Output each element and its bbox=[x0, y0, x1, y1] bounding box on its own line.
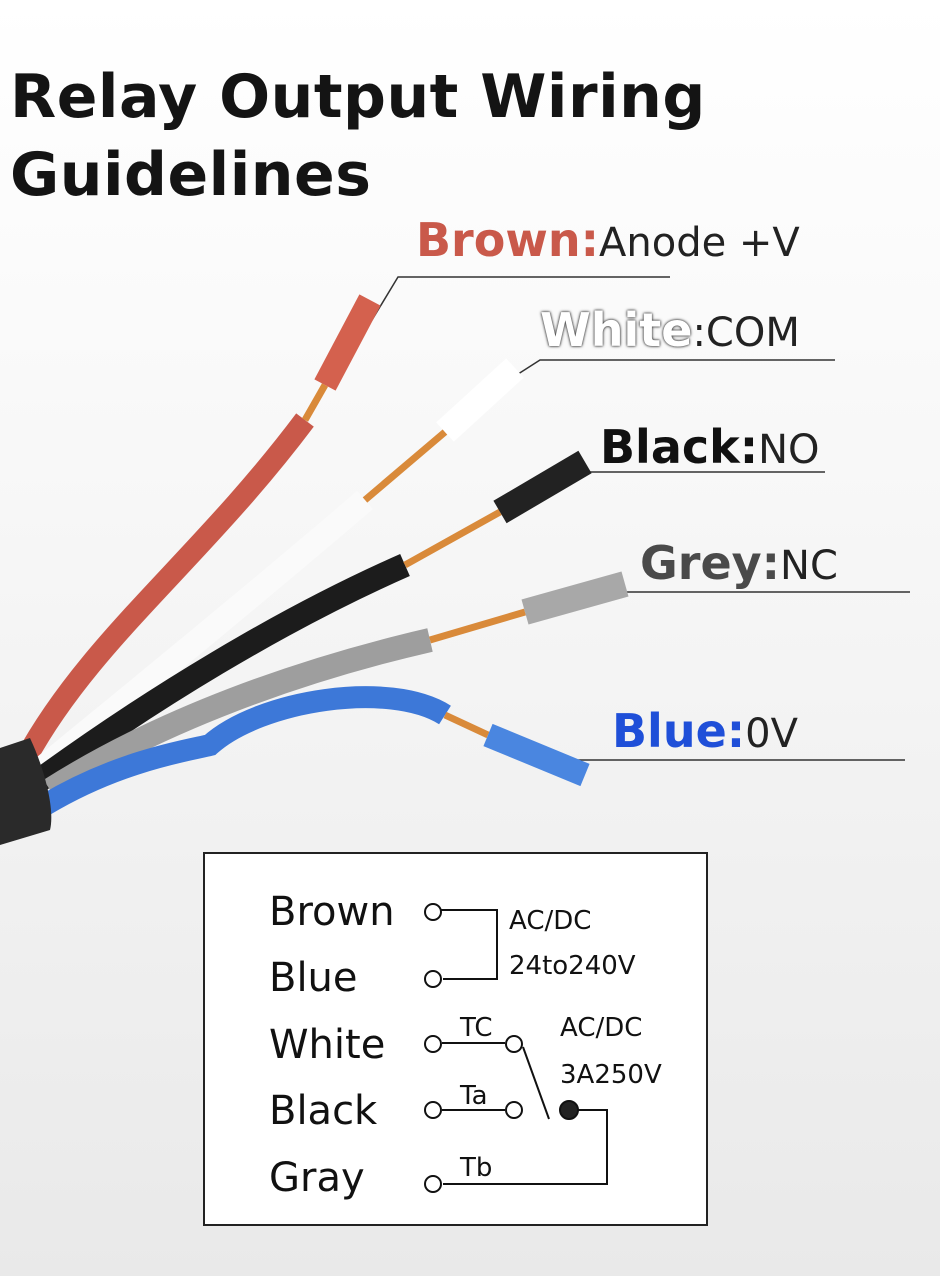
grey-wire bbox=[43, 628, 433, 801]
terminal-tc: TC bbox=[459, 1013, 493, 1043]
wire-name-black: Black bbox=[269, 1088, 378, 1134]
white-copper bbox=[362, 429, 448, 503]
grey-tip bbox=[521, 571, 629, 625]
terminal-white bbox=[424, 1035, 442, 1053]
terminal-gray bbox=[424, 1175, 442, 1193]
wire-name-blue: Blue bbox=[269, 955, 358, 1001]
blue-tip bbox=[483, 723, 590, 787]
title-line-1: Relay Output Wiring bbox=[10, 62, 706, 132]
relay-label-2: 3A250V bbox=[560, 1060, 662, 1090]
white-tip bbox=[436, 358, 524, 442]
power-label-2: 24to240V bbox=[509, 951, 636, 981]
label-brown: Brown:Anode +V bbox=[416, 213, 800, 267]
wire-name-brown: Brown bbox=[269, 889, 395, 935]
terminal-brown bbox=[424, 903, 442, 921]
wire-name-gray: Gray bbox=[269, 1155, 365, 1201]
black-tip bbox=[493, 450, 592, 524]
wiring-diagram: Brown Blue White Black Gray AC/DC 24to24… bbox=[203, 852, 708, 1226]
black-wire bbox=[32, 554, 410, 790]
wire-name-white: White bbox=[269, 1022, 385, 1068]
brown-wire bbox=[15, 413, 314, 766]
contact-tc bbox=[505, 1035, 523, 1053]
contact-common bbox=[559, 1100, 579, 1120]
label-white: White:COM bbox=[540, 303, 800, 357]
black-copper bbox=[403, 508, 502, 569]
terminal-ta: Ta bbox=[459, 1081, 488, 1111]
cable-jacket bbox=[0, 738, 52, 845]
wiring-schematic: Brown Blue White Black Gray AC/DC 24to24… bbox=[269, 889, 662, 1201]
relay-label-1: AC/DC bbox=[560, 1013, 642, 1043]
label-blue: Blue:0V bbox=[612, 704, 798, 758]
title-line-2: Guidelines bbox=[10, 140, 372, 210]
brown-copper bbox=[301, 383, 329, 422]
blue-wire bbox=[39, 686, 451, 815]
label-grey: Grey:NC bbox=[640, 536, 838, 590]
cable-illustration bbox=[0, 276, 910, 845]
contact-ta bbox=[505, 1101, 523, 1119]
blue-copper bbox=[443, 711, 490, 739]
grey-copper bbox=[429, 608, 526, 644]
terminal-black bbox=[424, 1101, 442, 1119]
power-label-1: AC/DC bbox=[509, 906, 591, 936]
brown-tip bbox=[314, 294, 381, 391]
white-wire bbox=[32, 490, 373, 780]
terminal-blue bbox=[424, 970, 442, 988]
terminal-tb: Tb bbox=[459, 1153, 492, 1183]
label-black: Black:NO bbox=[600, 420, 820, 474]
